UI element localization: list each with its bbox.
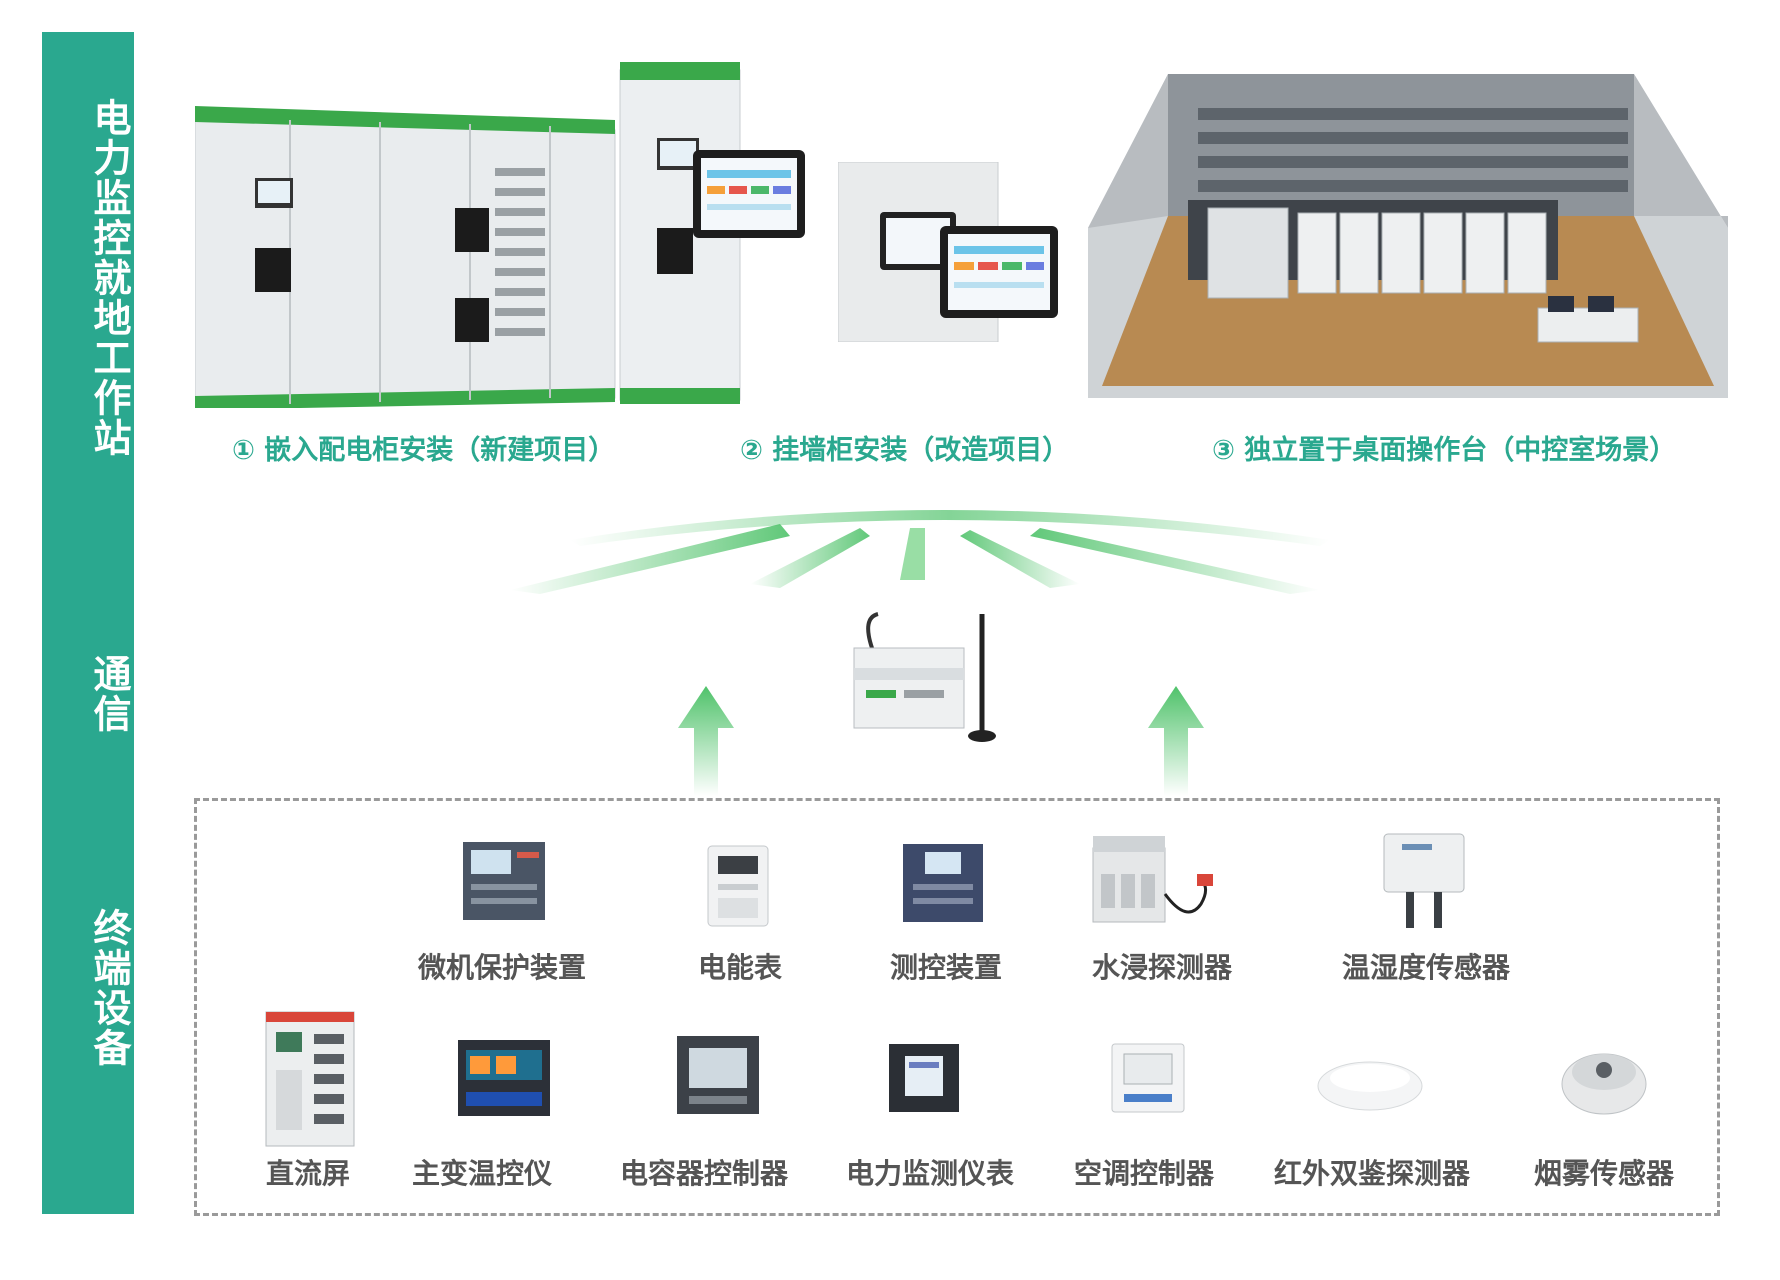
communication-gateway-icon	[844, 608, 1004, 748]
energy-meter-icon	[706, 844, 770, 928]
measure-control-icon	[901, 842, 985, 924]
device-label: 水浸探测器	[1091, 951, 1233, 984]
device-label: 红外双鉴探测器	[1273, 1157, 1471, 1190]
sidebar-workstation-label: 电力监控就地工作站	[87, 98, 131, 458]
device-label: 直流屏	[265, 1157, 351, 1190]
sidebar-communication-label: 通信	[87, 654, 131, 734]
capacitor-controller-icon	[675, 1034, 761, 1116]
infrared-detector-icon	[1315, 1052, 1425, 1112]
device-label: 电力监测仪表	[845, 1157, 1015, 1190]
power-meter-icon	[887, 1042, 961, 1114]
wall-mount-cabinet-image	[838, 162, 1058, 342]
device-label: 主变温控仪	[411, 1157, 553, 1190]
uplink-arrow-left-icon	[676, 686, 736, 796]
protection-relay-icon	[461, 840, 547, 922]
uplink-arrow-right-icon	[1146, 686, 1206, 796]
scenario-desktop-caption: ③ 独立置于桌面操作台（中控室场景）	[1212, 435, 1677, 466]
sidebar: 电力监控就地工作站 通信 终端设备	[42, 32, 134, 1214]
dc-panel-icon	[264, 1010, 356, 1148]
device-label: 电能表	[697, 951, 783, 984]
device-label: 微机保护装置	[417, 951, 587, 984]
water-detector-icon	[1091, 834, 1221, 930]
device-label: 空调控制器	[1073, 1157, 1215, 1190]
device-label: 温湿度传感器	[1341, 951, 1511, 984]
terminal-devices-box	[194, 798, 1720, 1216]
wireless-signal-arcs	[500, 490, 1380, 600]
device-label: 测控装置	[889, 951, 1003, 984]
sidebar-terminal-label: 终端设备	[87, 908, 131, 1068]
control-room-image	[1088, 68, 1728, 398]
device-label: 电容器控制器	[619, 1157, 789, 1190]
smoke-sensor-icon	[1559, 1040, 1649, 1118]
temp-humidity-sensor-icon	[1382, 832, 1466, 932]
ac-controller-icon	[1110, 1042, 1186, 1114]
device-label: 烟雾传感器	[1533, 1157, 1675, 1190]
transformer-temp-controller-icon	[456, 1038, 552, 1118]
scenario-wall-mount-caption: ② 挂墙柜安装（改造项目）	[740, 435, 1070, 466]
scenario-embedded-caption: ① 嵌入配电柜安装（新建项目）	[232, 435, 616, 466]
switchgear-cabinet-image	[195, 58, 805, 408]
